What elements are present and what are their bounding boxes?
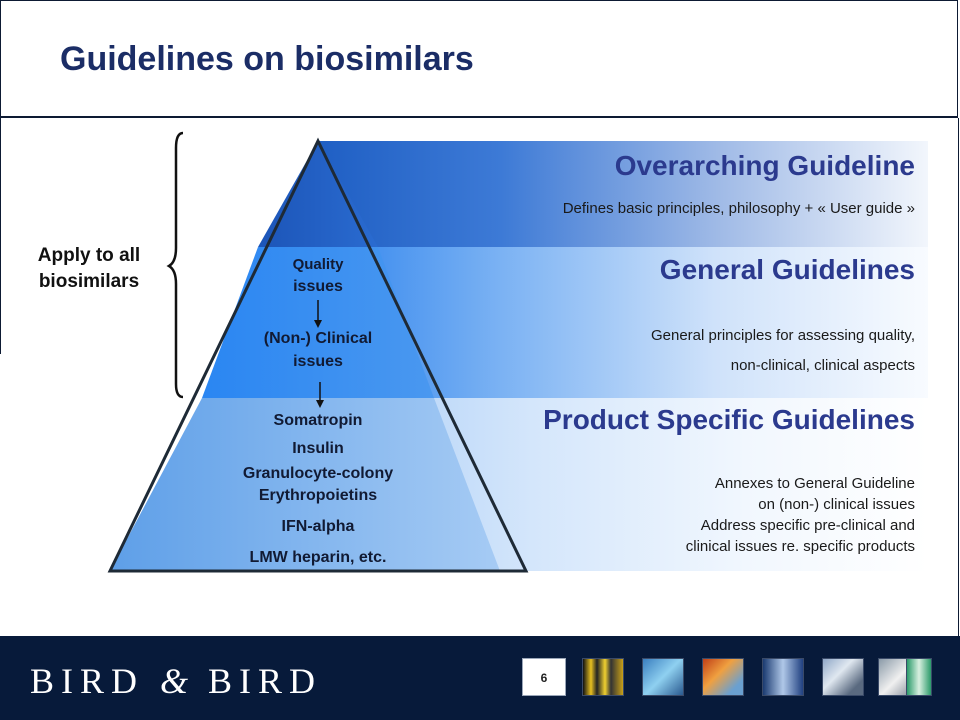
pyramid-outline [107,137,529,573]
right-border [958,118,959,638]
heading-overarching: Overarching Guideline [614,150,915,181]
pyramid-bottom-tier [110,398,500,571]
footer-thumbnail-4 [762,658,804,696]
product-item: Somatropin [273,412,363,429]
footer-thumbnail-5 [822,658,864,696]
bird-and-bird-logo: BIRD & BIRD [30,660,322,702]
product-item: Granulocyte-colony [242,465,394,482]
product-item: LMW heparin, etc. [249,549,387,566]
left-border [0,118,1,354]
pyramid-clinical-line1: (Non-) Clinical [263,330,373,347]
product-item: Erythropoietins [258,487,378,504]
heading-product-specific: Product Specific Guidelines [543,404,915,435]
pyramid-quality-line2: issues [293,278,343,295]
footer-thumbnail-2 [642,658,684,696]
heading-general: General Guidelines [659,254,915,285]
pyramid-quality-line1: Quality [292,256,344,273]
logo-ampersand: & [160,661,193,701]
desc-general: General principles for assessing quality… [651,321,915,381]
title-bar [0,0,958,118]
pyramid-clinical-line2: issues [293,353,343,370]
desc-product-line: Annexes to General Guideline [714,475,915,492]
product-item: IFN-alpha [281,518,355,535]
pyramid-top-tier [258,141,378,247]
desc-product-line: Address specific pre-clinical and [700,517,915,534]
footer-thumbnail-3 [702,658,744,696]
logo-part1: BIRD [30,661,145,701]
apply-label-line1: Apply to all [37,245,141,266]
apply-label-line2: biosimilars [38,271,140,292]
desc-overarching: Defines basic principles, philosophy + «… [562,200,915,217]
desc-general-line1: General principles for assessing quality… [650,327,915,344]
desc-general-line2: non-clinical, clinical aspects [730,357,915,374]
product-item: Insulin [292,440,344,457]
desc-product-line: on (non-) clinical issues [758,496,915,513]
desc-product-line: clinical issues re. specific products [685,538,915,555]
curly-brace [166,131,184,399]
footer-thumbnail-1 [582,658,624,696]
page-number: 6 [522,658,566,696]
desc-product-specific: Annexes to General Guideline on (non-) c… [686,473,915,557]
band-overarching [318,141,928,247]
slide-title: Guidelines on biosimilars [60,40,474,78]
apply-label: Apply to all biosimilars [14,243,164,295]
footer-thumbnail-7 [906,658,932,696]
logo-part2: BIRD [208,661,323,701]
